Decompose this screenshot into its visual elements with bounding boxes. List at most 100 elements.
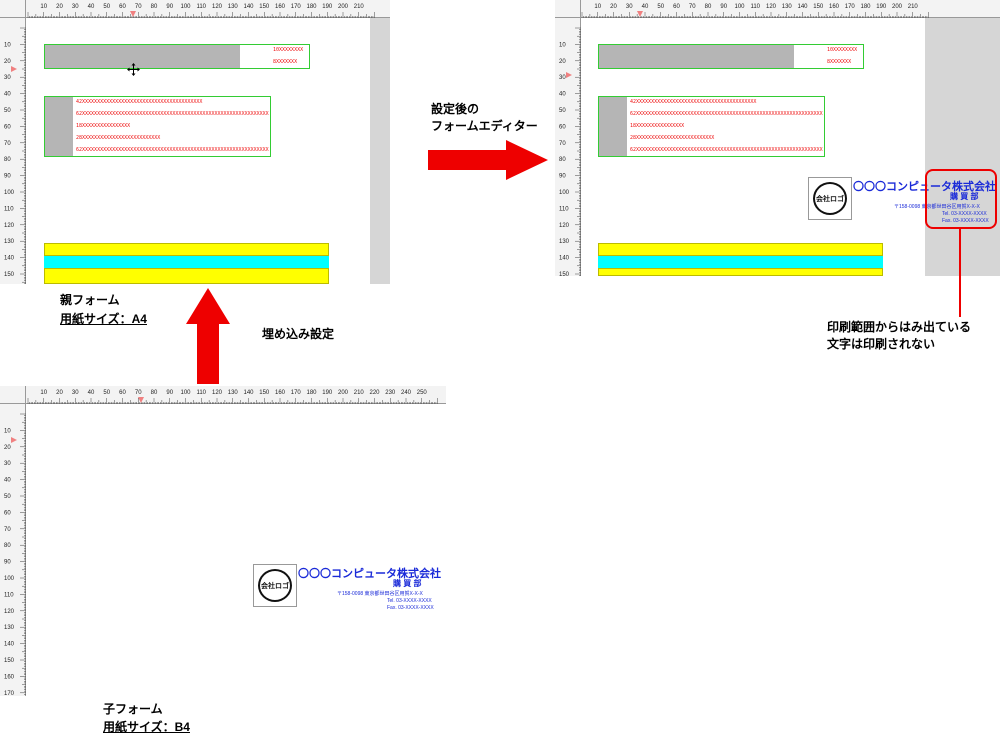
company-name: 〇〇〇コンピュータ株式会社 (298, 568, 441, 580)
detail-gray-field[interactable] (45, 97, 73, 156)
company-logo-box[interactable]: 会社ロゴ (253, 564, 297, 607)
company-fax: Fax. 03-XXXX-XXXX (387, 605, 434, 611)
company-fax: Fax. 03-XXXX-XXXX (942, 218, 989, 224)
detail-gray-field[interactable] (599, 97, 627, 156)
ruler-label: 190 (322, 390, 333, 396)
ruler-label: 230 (385, 390, 396, 396)
header-gray-field[interactable] (45, 45, 240, 68)
up-arrow-icon (186, 288, 230, 384)
ruler-label: 110 (196, 390, 206, 396)
ruler-corner (0, 0, 26, 18)
company-name: 〇〇〇コンピュータ株式会社 (853, 181, 996, 193)
child-form-title: 子フォーム (103, 702, 163, 716)
after-setting-label-2: フォームエディター (431, 119, 538, 133)
ruler-label: 200 (338, 390, 349, 396)
ruler-label: 70 (135, 4, 142, 10)
ruler-label: 80 (151, 4, 158, 10)
ruler-label: 30 (4, 75, 11, 81)
header-right-line-1: 10XXXXXXXX (827, 47, 858, 53)
ruler-label: 90 (166, 4, 173, 10)
ruler-label: 160 (275, 390, 286, 396)
ruler-label: 170 (845, 4, 856, 10)
ruler-label: 120 (766, 4, 777, 10)
ruler-label: 110 (559, 206, 569, 212)
company-logo: 会社ロゴ (258, 569, 292, 602)
top-ruler (0, 386, 446, 404)
ruler-label: 160 (829, 4, 840, 10)
triangle-marker-icon[interactable] (130, 11, 136, 17)
overflow-highlight (925, 169, 997, 229)
triangle-marker-icon[interactable] (11, 66, 17, 72)
ruler-label: 20 (559, 59, 566, 65)
detail-frame[interactable] (598, 96, 825, 157)
ruler-label: 100 (4, 190, 15, 196)
detail-line-4: 28XXXXXXXXXXXXXXXXXXXXXXXXXX (630, 135, 715, 141)
company-logo-box[interactable]: 会社ロゴ (808, 177, 852, 220)
company-dept: 購 買 部 (950, 192, 979, 201)
yellow-band-2[interactable] (44, 268, 329, 284)
ruler-label: 70 (4, 141, 11, 147)
ruler-label: 210 (354, 4, 365, 10)
triangle-marker-icon[interactable] (11, 437, 17, 443)
ruler-label: 10 (559, 42, 566, 48)
ruler-label: 180 (860, 4, 871, 10)
ruler-label: 140 (243, 390, 254, 396)
triangle-marker-icon[interactable] (138, 397, 144, 403)
ruler-label: 40 (559, 92, 566, 98)
right-arrow-icon (428, 140, 548, 180)
ruler-label: 240 (401, 390, 412, 396)
ruler-label: 90 (166, 390, 173, 396)
ruler-label: 150 (4, 658, 15, 664)
ruler-label: 100 (734, 4, 745, 10)
header-right-line-2: 8XXXXXXX (827, 59, 852, 65)
company-address: 〒158-0098 東京都世田谷区用賀X-X-X (894, 204, 980, 210)
ruler-label: 150 (559, 272, 570, 276)
triangle-marker-icon[interactable] (637, 11, 643, 17)
detail-line-4: 28XXXXXXXXXXXXXXXXXXXXXXXXXX (76, 135, 161, 141)
ruler-label: 220 (369, 390, 380, 396)
child-paper-size: 用紙サイズ：B4 (103, 720, 190, 734)
parent-form-title: 親フォーム (60, 293, 120, 307)
detail-frame[interactable] (44, 96, 271, 157)
ruler-label: 120 (559, 223, 570, 229)
ruler-label: 60 (119, 4, 126, 10)
yellow-band-1[interactable] (44, 243, 329, 256)
ruler-label: 90 (4, 174, 11, 180)
move-cursor-icon (127, 63, 140, 76)
detail-line-5: 62XXXXXXXXXXXXXXXXXXXXXXXXXXXXXXXXXXXXXX… (76, 147, 269, 153)
ruler-label: 40 (4, 478, 11, 484)
after-setting-label-1: 設定後の (431, 102, 480, 116)
ruler-label: 50 (103, 4, 110, 10)
detail-line-3: 18XXXXXXXXXXXXXXXX (630, 123, 685, 129)
ruler-label: 20 (4, 445, 11, 451)
ruler-label: 80 (559, 157, 566, 163)
yellow-band-2[interactable] (598, 268, 883, 276)
ruler-label: 100 (180, 4, 191, 10)
cyan-band[interactable] (598, 256, 883, 268)
company-tel: Tel. 03-XXXX-XXXX (387, 598, 432, 604)
callout-text-1: 印刷範囲からはみ出ている (827, 320, 972, 334)
ruler-label: 130 (228, 4, 239, 10)
header-gray-field[interactable] (599, 45, 794, 68)
ruler-label: 60 (4, 124, 11, 130)
header-right-line-1: 10XXXXXXXX (273, 47, 304, 53)
ruler-label: 190 (322, 4, 333, 10)
ruler-label: 130 (228, 390, 239, 396)
triangle-marker-icon[interactable] (566, 72, 572, 78)
ruler-label: 120 (4, 223, 15, 229)
ruler-label: 190 (876, 4, 887, 10)
callout-text-2: 文字は印刷されない (827, 337, 936, 351)
ruler-label: 50 (4, 494, 11, 500)
ruler-label: 60 (119, 390, 126, 396)
detail-line-2: 62XXXXXXXXXXXXXXXXXXXXXXXXXXXXXXXXXXXXXX… (630, 111, 823, 117)
cyan-band[interactable] (44, 256, 329, 268)
ruler-label: 140 (559, 256, 570, 262)
ruler-label: 150 (4, 272, 15, 278)
yellow-band-1[interactable] (598, 243, 883, 256)
ruler-label: 80 (705, 4, 712, 10)
